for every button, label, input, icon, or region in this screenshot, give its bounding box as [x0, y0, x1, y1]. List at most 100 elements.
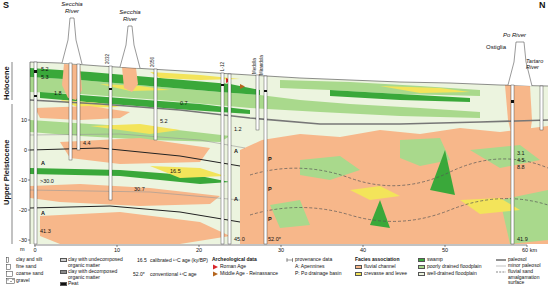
legend-text: calibrated ¹⁴C age (ky/BP): [150, 258, 208, 264]
legend-text: gravel: [16, 278, 60, 284]
fluvial-channel: [30, 184, 220, 206]
provenance-mark: A: [41, 210, 45, 216]
crevasse-and-levee: [380, 86, 470, 93]
age-value: 5.3: [41, 74, 49, 80]
axis: [30, 62, 31, 244]
age-value: 4.4: [83, 140, 91, 146]
town-name: Ostiglia: [486, 44, 506, 51]
borehole-column: [34, 62, 543, 244]
axis-label: 50: [442, 247, 448, 253]
legend-sample-value: 16.5: [137, 258, 147, 264]
gravel-dot: [10, 281, 11, 282]
legend-text: paleosol: [508, 257, 548, 263]
legend-swatch: [60, 282, 67, 287]
borehole-name: 2056: [151, 57, 156, 67]
legend-text: fine sand: [16, 264, 60, 270]
legend-sample: [6, 278, 17, 284]
epoch-bracket: [12, 62, 13, 244]
borehole-column: [540, 86, 543, 130]
provenance-mark: A: [41, 160, 45, 166]
axis-label: -20: [13, 207, 27, 213]
line-sample: [496, 266, 506, 267]
age-value: 30.7: [134, 186, 145, 192]
legend-sample: [6, 271, 17, 277]
legend-text: swamp: [427, 257, 491, 263]
borehole-column: [34, 62, 37, 244]
age-value: 3.1: [517, 150, 525, 156]
legend-text: conventional ¹⁴C age: [150, 272, 208, 278]
archeological-mark: [240, 84, 245, 89]
age-value: 4.5: [517, 157, 525, 163]
borehole-column: [511, 100, 514, 103]
provenance-mark: A: [234, 196, 238, 202]
gravel-dot: [7, 279, 8, 280]
borehole-column: [264, 76, 267, 244]
legend-text: Roman Age: [220, 264, 282, 270]
amalgamation-surface: [250, 159, 548, 186]
swamp-lens: [430, 150, 455, 195]
age-value: 16.5: [170, 168, 181, 174]
grain-sample: [6, 257, 8, 262]
provenance-mark: P: [268, 156, 272, 162]
swamp-lens: [370, 200, 390, 228]
paleosol: [30, 100, 548, 124]
legend-swatch: [418, 258, 425, 263]
legend-sample-value: 52.0*: [133, 272, 145, 278]
legend-swatch: [60, 270, 67, 275]
borehole-column: [34, 70, 37, 73]
floodplain-lens: [470, 145, 540, 168]
borehole-column: [511, 85, 514, 244]
borehole-name: 2032: [106, 54, 111, 64]
age-value: 5.2: [41, 66, 49, 72]
paleosol: [30, 148, 240, 166]
axis-label: 20: [196, 247, 202, 253]
axis-label: 10: [114, 247, 120, 253]
borehole-column: [154, 69, 157, 140]
age-value: 52.0*: [268, 236, 281, 242]
legend-text: P: Po drainage basin: [295, 271, 353, 277]
direction-label: N: [539, 1, 546, 11]
age-value: 8.8: [517, 164, 525, 170]
epoch-bracket: [12, 62, 13, 244]
legend-text: fluvial channel: [364, 264, 416, 270]
age-value: 41.9: [517, 236, 528, 242]
legend-text: well-drained floodplain: [427, 271, 491, 277]
age-value: 5.2: [160, 118, 168, 124]
axis: [34, 245, 527, 246]
legend-sample: [6, 257, 17, 263]
fluvial-channel: [35, 106, 130, 120]
legend-sample: [496, 269, 507, 275]
legend-heading: Archeological data: [212, 257, 257, 263]
borehole-column: [34, 95, 37, 97]
legend-swatch: [418, 272, 425, 277]
river-name: Po River: [503, 32, 526, 39]
axis-label: 40: [360, 247, 366, 253]
paleosol: [30, 206, 240, 222]
legend-text: coarse sand: [16, 271, 60, 277]
floodplain-lens: [270, 138, 548, 244]
axis-label: 0: [33, 247, 36, 253]
legend-sample: [496, 263, 507, 269]
legend-sample: [496, 257, 507, 263]
grain-sample: [6, 264, 10, 269]
legend-text: clay with undecomposed organic matter: [68, 257, 130, 268]
borehole-name: Medolla: [253, 58, 258, 74]
surface-line: [30, 62, 548, 86]
axis-label: 0: [13, 147, 27, 153]
legend-swatch: [355, 265, 362, 270]
age-value: 45.0: [234, 236, 245, 242]
legend-sample: [6, 264, 17, 270]
legend-text: provenance data: [295, 257, 353, 263]
age-value: >30.0: [40, 178, 54, 184]
legend-heading: Facies association: [355, 257, 399, 263]
fluvial-channel: [122, 67, 138, 92]
well-drained-floodplain: [30, 62, 548, 244]
legend-text: crevasse and levee: [364, 271, 416, 277]
axis-unit: m: [20, 246, 25, 252]
paleosol: [30, 100, 548, 222]
river-ridge: [62, 18, 532, 86]
well-drained-floodplain: [30, 62, 548, 244]
age-value: 1.8: [54, 90, 62, 96]
amalgamation-surface: [250, 159, 548, 222]
